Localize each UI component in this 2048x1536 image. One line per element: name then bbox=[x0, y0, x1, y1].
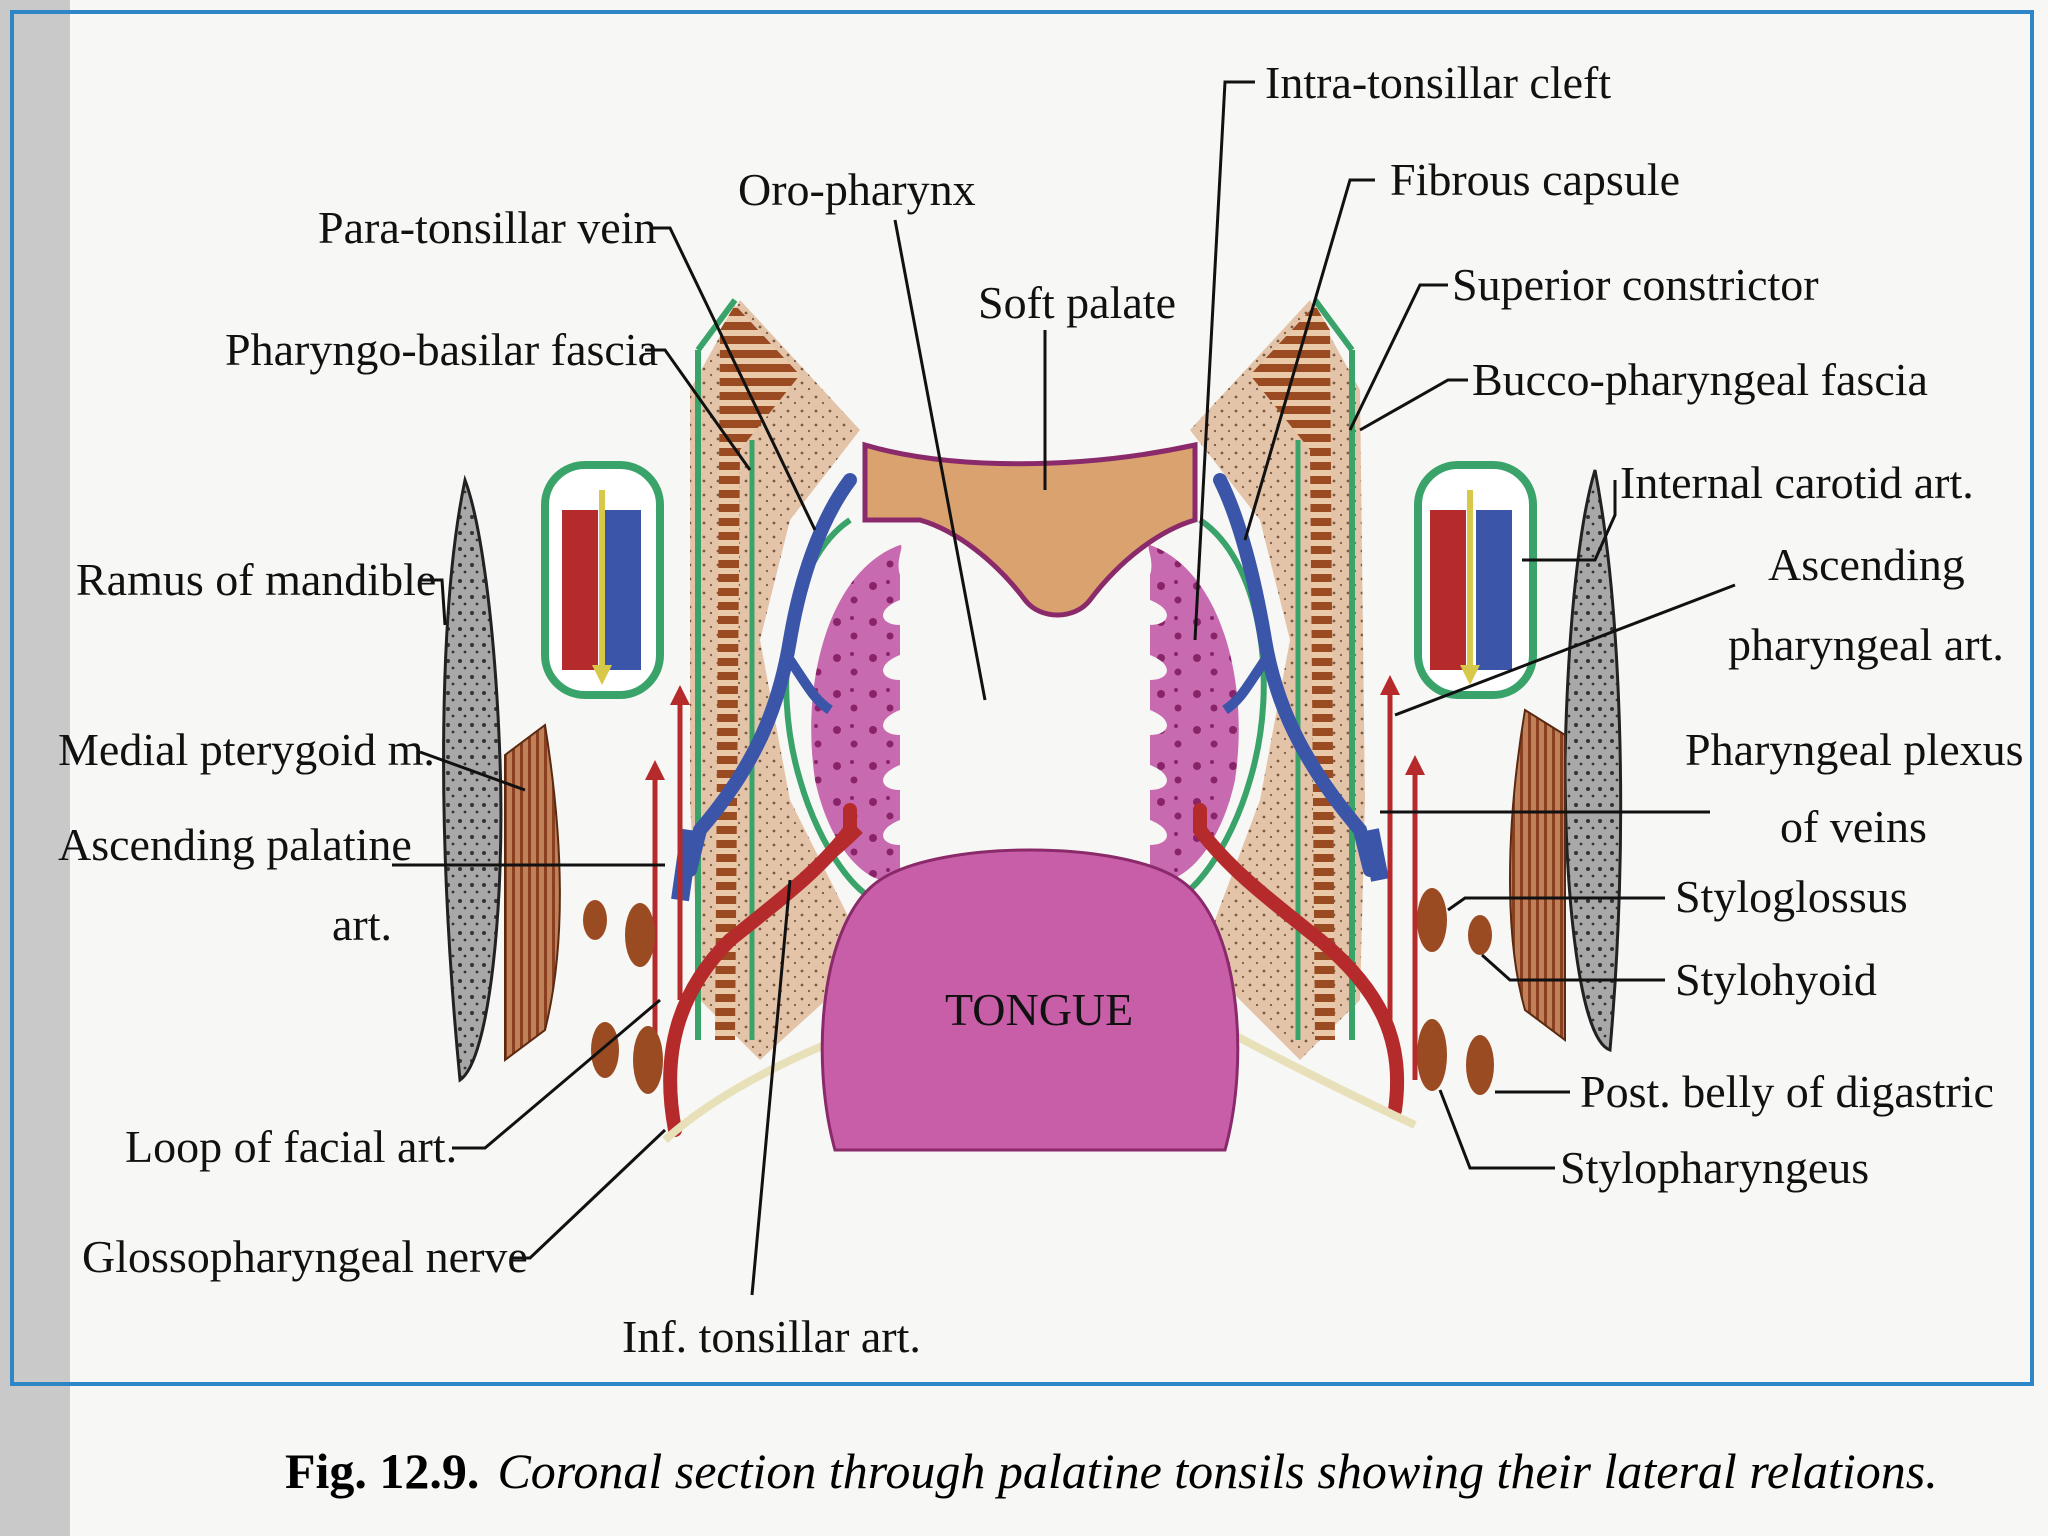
right-stylohyoid-oval bbox=[1468, 915, 1492, 955]
label-tongue: TONGUE bbox=[945, 984, 1133, 1035]
leader-medial-pterygoid bbox=[419, 750, 526, 792]
left-medial-pterygoid bbox=[504, 723, 561, 1062]
label-styloglossus: Styloglossus bbox=[1675, 871, 1908, 922]
leader-styloglossus bbox=[1447, 896, 1665, 912]
leader-ascending-pharyngeal-art bbox=[1394, 583, 1736, 717]
soft-palate bbox=[862, 441, 1198, 618]
label-intra-tonsillar-cleft: Intra-tonsillar cleft bbox=[1265, 57, 1611, 108]
label-oro-pharynx: Oro-pharynx bbox=[738, 164, 976, 215]
label-superior-constrictor: Superior constrictor bbox=[1452, 259, 1819, 310]
label-pharyngo-basilar-fascia: Pharyngo-basilar fascia bbox=[225, 324, 658, 375]
leader-para-tonsillar-vein bbox=[650, 226, 817, 531]
label-stylohyoid: Stylohyoid bbox=[1675, 954, 1877, 1005]
leader-pharyngo-basilar-fascia bbox=[645, 348, 752, 471]
left-ramus-of-mandible bbox=[442, 474, 503, 1083]
left-muscle-oval-2 bbox=[625, 903, 655, 967]
leader-oro-pharynx bbox=[893, 219, 987, 701]
leader-ramus-of-mandible bbox=[420, 578, 447, 626]
right-ascending-arrow bbox=[1380, 675, 1400, 695]
leader-lines bbox=[392, 80, 1736, 1296]
left-muscle-oval-1 bbox=[583, 900, 607, 940]
leader-intra-tonsillar-cleft bbox=[1193, 80, 1255, 641]
label-pharyngeal-plexus-1: Pharyngeal plexus bbox=[1685, 724, 2024, 775]
left-muscle-oval-3 bbox=[591, 1022, 619, 1078]
label-pharyngeal-plexus-2: of veins bbox=[1780, 801, 1927, 852]
left-palatine-tonsil bbox=[811, 545, 902, 882]
caption-text: Coronal section through palatine tonsils… bbox=[497, 1443, 1937, 1499]
label-internal-carotid-art: Internal carotid art. bbox=[1620, 457, 1974, 508]
right-superior-constrictor-band bbox=[1250, 305, 1335, 1040]
figure-frame bbox=[10, 10, 2034, 1386]
label-ascending-palatine-2: art. bbox=[332, 899, 392, 950]
leader-fibrous-capsule bbox=[1243, 178, 1375, 541]
left-ascending-arrow-2 bbox=[645, 760, 665, 780]
left-superior-constrictor-band bbox=[715, 305, 800, 1040]
label-para-tonsillar-vein: Para-tonsillar vein bbox=[318, 202, 657, 253]
right-vein-branch bbox=[1222, 657, 1270, 715]
tongue bbox=[820, 848, 1240, 1152]
label-loop-of-facial-art: Loop of facial art. bbox=[125, 1121, 457, 1172]
right-pharyngeal-plexus-vein bbox=[1361, 828, 1389, 882]
left-ascending-arrow bbox=[670, 685, 690, 705]
label-fibrous-capsule: Fibrous capsule bbox=[1390, 154, 1680, 205]
left-muscle-oval-4 bbox=[633, 1026, 663, 1094]
label-ascending-pharyngeal-art-2: pharyngeal art. bbox=[1728, 619, 2004, 670]
label-post-belly-digastric: Post. belly of digastric bbox=[1580, 1066, 1994, 1117]
left-carotid-sheath bbox=[541, 461, 664, 699]
leader-bucco-pharyngeal-fascia bbox=[1359, 378, 1468, 432]
caption-figure-number: Fig. 12.9. bbox=[285, 1443, 479, 1499]
label-glossopharyngeal-nerve: Glossopharyngeal nerve bbox=[82, 1231, 528, 1282]
left-vein-branch bbox=[785, 657, 833, 715]
right-para-tonsillar-vein bbox=[1213, 473, 1377, 877]
label-ascending-palatine-1: Ascending palatine bbox=[58, 819, 412, 870]
right-carotid-sheath bbox=[1414, 461, 1537, 699]
right-medial-pterygoid bbox=[1509, 708, 1566, 1042]
right-styloglossus-oval bbox=[1417, 888, 1447, 952]
right-ascending-arrow-2 bbox=[1405, 755, 1425, 775]
label-bucco-pharyngeal-fascia: Bucco-pharyngeal fascia bbox=[1472, 354, 1928, 405]
label-stylopharyngeus: Stylopharyngeus bbox=[1560, 1142, 1869, 1193]
right-ramus-of-mandible bbox=[1563, 469, 1623, 1053]
left-inf-tonsillar-artery bbox=[777, 827, 863, 903]
label-ascending-pharyngeal-art-1: Ascending bbox=[1768, 539, 1965, 590]
leader-internal-carotid-art bbox=[1522, 480, 1617, 562]
leader-superior-constrictor bbox=[1348, 283, 1448, 431]
left-para-tonsillar-vein bbox=[683, 473, 857, 877]
right-digastric-oval bbox=[1466, 1035, 1494, 1095]
label-inf-tonsillar-art: Inf. tonsillar art. bbox=[622, 1311, 921, 1362]
label-ramus-of-mandible: Ramus of mandible bbox=[76, 554, 436, 605]
leader-glossopharyngeal-nerve bbox=[510, 1128, 667, 1260]
leader-loop-of-facial-art bbox=[452, 998, 661, 1150]
right-tonsil-bed-green bbox=[1169, 517, 1267, 903]
label-soft-palate: Soft palate bbox=[978, 277, 1176, 328]
leader-inf-tonsillar-art bbox=[750, 879, 792, 1296]
right-stylopharyngeus-oval bbox=[1417, 1019, 1447, 1091]
leader-stylopharyngeus bbox=[1438, 1089, 1555, 1170]
figure-caption: Fig. 12.9. Coronal section through palat… bbox=[285, 1443, 1938, 1499]
right-palatine-tonsil bbox=[1148, 545, 1239, 882]
label-medial-pterygoid: Medial pterygoid m. bbox=[58, 724, 435, 775]
label-group: Intra-tonsillar cleft Fibrous capsule Or… bbox=[58, 57, 2024, 1362]
right-green-fascia-outer bbox=[1312, 298, 1355, 352]
left-side-anatomy bbox=[442, 298, 947, 1143]
leader-stylohyoid bbox=[1481, 953, 1665, 982]
right-facial-artery-loop bbox=[1193, 803, 1405, 1117]
right-side-anatomy bbox=[1148, 298, 1623, 1129]
